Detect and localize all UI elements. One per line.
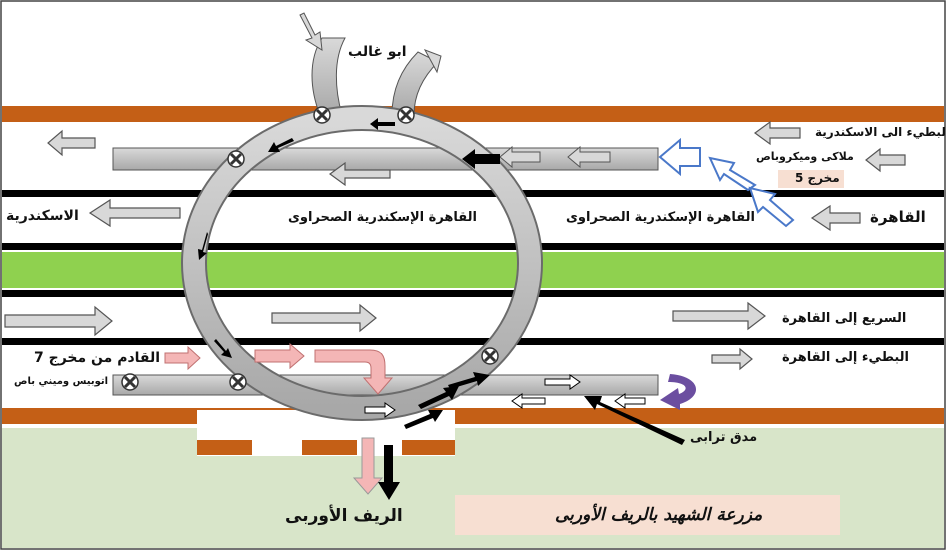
dirt-ramp-pointer bbox=[584, 396, 685, 445]
label-desert-road-right: القاهرة الإسكندرية الصحراوى bbox=[566, 210, 756, 225]
label-from-exit7: القادم من مخرج 7 bbox=[34, 350, 161, 366]
ring-arrow-top bbox=[370, 118, 395, 130]
arrow-fast-right bbox=[672, 301, 766, 331]
arrow-slow-cairo bbox=[711, 347, 753, 371]
arrow-desert-left bbox=[328, 161, 391, 187]
label-desert-road-left: القاهرة الإسكندرية الصحراوى bbox=[288, 210, 478, 225]
abu-ghaleb-exit-ramp bbox=[311, 37, 346, 116]
ramp-arrow-2 bbox=[567, 145, 611, 169]
label-microbus: ملاكى وميكروباص bbox=[756, 150, 854, 163]
ramp-black-arrow bbox=[462, 149, 500, 169]
dash-3 bbox=[402, 440, 455, 455]
x-marker-1 bbox=[313, 106, 331, 124]
ramp-arrow-1 bbox=[499, 145, 541, 169]
x-marker-2 bbox=[397, 106, 415, 124]
label-european-countryside: الريف الأوربى bbox=[285, 506, 403, 526]
black-line-3 bbox=[2, 290, 944, 297]
exit-to-countryside-pink bbox=[352, 437, 384, 495]
roundabout-ring-fill bbox=[183, 107, 541, 419]
label-slow-to-cairo: البطيء إلى القاهرة bbox=[782, 350, 909, 365]
arrow-alex-left bbox=[88, 198, 181, 228]
dash-2 bbox=[302, 440, 357, 455]
bottom-ramp-arrow-l2 bbox=[614, 393, 646, 409]
orange-band-top bbox=[2, 106, 944, 122]
label-alex-left: الاسكندرية bbox=[6, 208, 79, 224]
label-bus-minibus: اتوبيس وميني باص bbox=[14, 376, 109, 387]
bottom-ramp-arrow-bl bbox=[364, 402, 396, 418]
exit-to-countryside-black bbox=[378, 445, 400, 500]
x-marker-5 bbox=[121, 373, 139, 391]
purple-uturn bbox=[660, 374, 697, 410]
label-slow-to-alex: البطيء الى الاسكندرية bbox=[815, 125, 946, 139]
label-exit5-box bbox=[778, 170, 844, 188]
pink-arrow-1 bbox=[164, 345, 201, 371]
black-line-1 bbox=[2, 190, 944, 197]
blue-arrow-diag-1 bbox=[708, 156, 757, 192]
arrow-slow-alex-right-2 bbox=[865, 147, 906, 173]
ring-arrow-topleft bbox=[268, 138, 294, 152]
blue-arrow-merge bbox=[658, 137, 701, 177]
blue-arrow-diag-2 bbox=[748, 186, 795, 228]
arrow-slow-alex-right-1 bbox=[753, 120, 801, 146]
arrow-slow-alex-left bbox=[47, 129, 96, 157]
farm-label-box bbox=[455, 495, 840, 535]
arrow-fast-mid bbox=[271, 303, 377, 333]
label-shaheed-farm: مزرعة الشهيد بالريف الأوربى bbox=[555, 505, 763, 525]
label-abu-ghaleb: ابو غالب bbox=[348, 44, 407, 60]
dash-1 bbox=[197, 440, 252, 455]
bottom-ramp-arrow-r1 bbox=[544, 374, 581, 390]
pointer-arrow-abu-ghaleb-entry bbox=[423, 49, 442, 74]
ring-arrow-bottom-right-1 bbox=[448, 372, 490, 389]
label-dirt-ramp: مدق ترابى bbox=[690, 430, 758, 445]
x-marker-6 bbox=[229, 373, 247, 391]
label-fast-to-cairo: السريع إلى القاهرة bbox=[782, 311, 907, 326]
label-exit5: مخرج 5 bbox=[795, 171, 840, 185]
bottom-ramp-arrow-l1 bbox=[511, 393, 546, 409]
green-median bbox=[2, 252, 944, 288]
label-cairo-right: القاهرة bbox=[870, 208, 926, 226]
ring-arrow-lowleft bbox=[214, 339, 232, 358]
ring-arrow-bottom-right-2 bbox=[418, 386, 459, 409]
arrow-fast-left bbox=[4, 305, 113, 337]
ring-arrow-left bbox=[198, 232, 208, 260]
abu-ghaleb-entry-ramp bbox=[391, 51, 439, 116]
pink-arrow-2 bbox=[254, 342, 305, 370]
orange-band-bottom bbox=[2, 408, 944, 424]
x-marker-3 bbox=[227, 150, 245, 168]
pink-arrow-turn bbox=[314, 349, 394, 395]
arrow-cairo-right bbox=[810, 204, 861, 232]
ring-arrow-bottom-right-3 bbox=[404, 410, 443, 429]
black-line-2 bbox=[2, 243, 944, 250]
pointer-arrow-abu-ghaleb bbox=[299, 12, 323, 51]
black-line-4 bbox=[2, 338, 944, 345]
x-marker-4 bbox=[481, 347, 499, 365]
